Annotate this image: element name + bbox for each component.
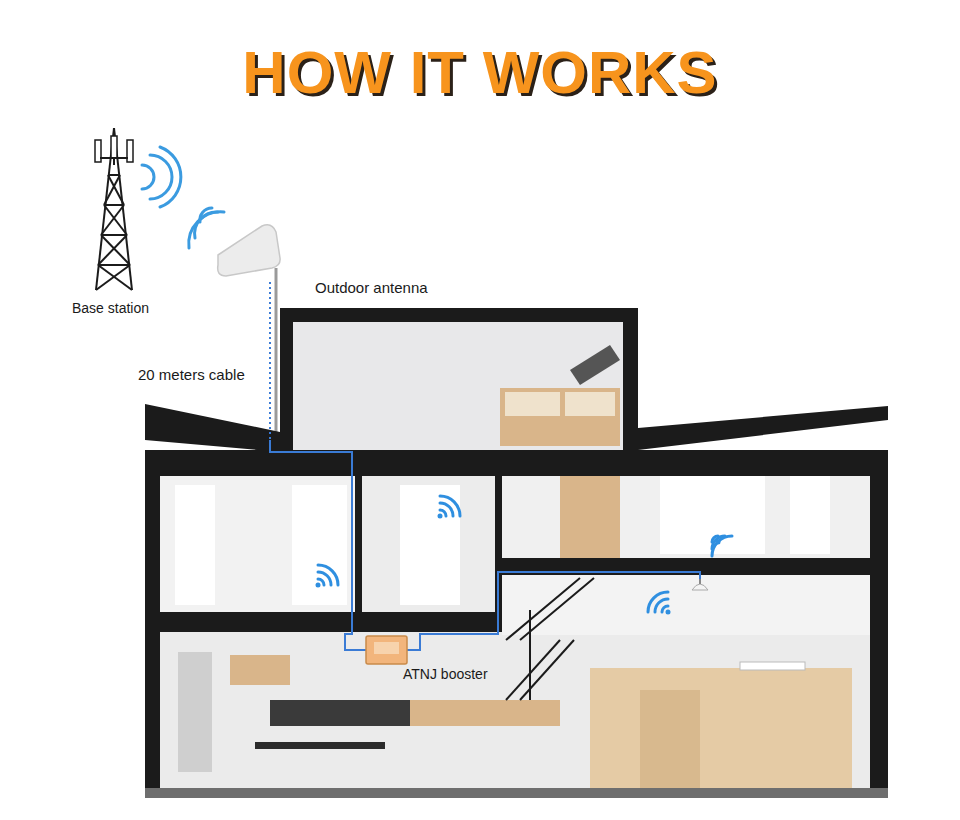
staircase <box>520 578 594 640</box>
house-structure <box>145 612 502 632</box>
staircase <box>520 640 574 700</box>
signal-waves <box>189 212 224 248</box>
signal-waves <box>150 155 172 199</box>
coax-cable <box>269 282 271 440</box>
tower <box>101 205 124 235</box>
house-interior <box>400 485 460 605</box>
house-interior <box>590 668 852 790</box>
house-structure <box>495 476 502 560</box>
house-interior <box>160 632 870 790</box>
house-interior <box>230 655 290 685</box>
tower <box>108 175 124 205</box>
booster-unit <box>366 636 407 664</box>
part-label: ATNJ booster <box>403 666 488 683</box>
tower <box>101 234 127 236</box>
signal-dot <box>438 514 443 519</box>
house-interior <box>502 462 870 558</box>
booster-unit <box>374 642 399 654</box>
signal-dot <box>666 610 671 615</box>
indoor-signal <box>318 496 732 612</box>
part-label: 20 meters cable <box>138 366 245 384</box>
indoor-signal <box>655 599 668 612</box>
booster-unit <box>366 636 407 664</box>
house-structure <box>355 476 362 614</box>
tower <box>96 265 130 290</box>
house-structure <box>145 476 160 796</box>
tower <box>101 235 130 265</box>
house-interior <box>362 476 495 612</box>
house-interior <box>292 322 625 450</box>
tower <box>104 204 124 206</box>
house-structure <box>280 308 638 322</box>
coax-cable <box>270 282 700 650</box>
tower <box>108 174 120 176</box>
house-structure <box>638 406 888 450</box>
tower <box>98 265 132 290</box>
house-structure <box>145 308 888 798</box>
ceiling-antenna <box>692 579 708 590</box>
house-interior <box>790 466 830 554</box>
tower <box>100 157 128 159</box>
tower <box>98 264 130 266</box>
house-interior <box>660 466 765 554</box>
ceiling-antenna <box>692 584 708 590</box>
house-interior <box>270 700 410 726</box>
house-interior <box>565 392 615 416</box>
house-interior <box>740 662 805 670</box>
coax-cable <box>270 440 366 650</box>
signal-waves <box>142 147 224 248</box>
ceiling-antenna <box>699 579 701 584</box>
part-label: Outdoor antenna <box>315 279 428 297</box>
indoor-signal <box>440 496 460 516</box>
staircase <box>506 578 580 640</box>
signal-dot <box>316 514 721 615</box>
signal-dot <box>316 583 321 588</box>
house-interior <box>640 690 700 790</box>
house-interior <box>500 388 620 446</box>
indoor-signal <box>440 503 453 516</box>
house-interior <box>160 322 870 790</box>
house-interior <box>570 345 620 385</box>
house-structure <box>145 404 280 452</box>
indoor-signal <box>648 592 668 612</box>
tower <box>104 175 120 205</box>
house-structure <box>145 788 888 798</box>
house-interior <box>160 476 355 612</box>
house-structure <box>280 308 293 452</box>
house-interior <box>505 392 560 416</box>
house-interior <box>502 575 870 635</box>
staircase <box>506 578 594 700</box>
house-interior <box>175 485 215 605</box>
house-interior <box>292 485 347 605</box>
outdoor-antenna <box>218 225 280 440</box>
indoor-signal <box>712 536 732 556</box>
coax-cable <box>407 572 700 650</box>
part-label: Base station <box>72 300 149 317</box>
house-interior <box>255 742 385 749</box>
signal-dot <box>716 540 721 545</box>
signal-waves <box>160 147 181 207</box>
house-interior <box>178 652 212 772</box>
indoor-signal <box>318 565 338 585</box>
house-structure <box>145 450 888 476</box>
house-structure <box>623 308 638 450</box>
page-title: HOW IT WORKS <box>0 38 960 108</box>
outdoor-antenna <box>275 268 278 440</box>
tower <box>98 235 127 265</box>
indoor-signal <box>318 572 331 585</box>
signal-waves <box>142 165 154 189</box>
house-interior <box>410 700 560 726</box>
tower <box>95 128 133 290</box>
tower <box>104 205 127 235</box>
house-structure <box>870 462 888 796</box>
house-interior <box>560 462 620 558</box>
outdoor-antenna <box>218 225 280 276</box>
staircase <box>506 640 560 700</box>
tower <box>111 136 117 158</box>
staircase <box>529 610 531 700</box>
